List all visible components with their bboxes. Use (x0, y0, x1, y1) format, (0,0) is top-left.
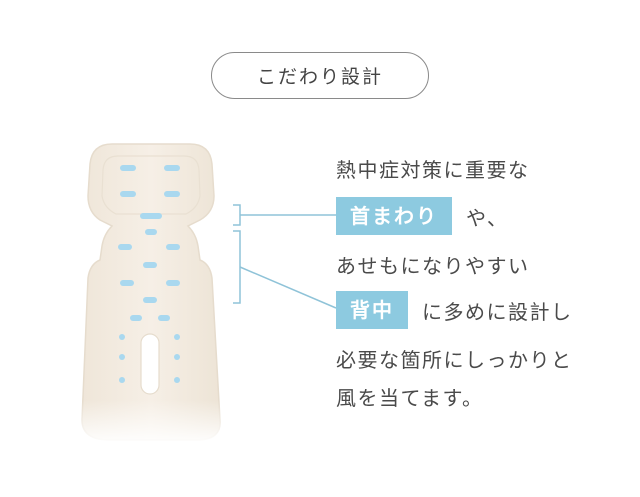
vent (166, 280, 180, 286)
description-line-4: 背中 に多めに設計し (336, 290, 573, 330)
vent-dot (174, 354, 180, 360)
description-line-1: 熱中症対策に重要な (336, 157, 530, 182)
vent-dot (174, 334, 180, 340)
vent (166, 244, 180, 250)
description-line-6: 風を当てます。 (336, 385, 484, 410)
back-connector (239, 266, 337, 309)
vent-dot (174, 377, 180, 383)
vent-dot (119, 334, 125, 340)
design-feature-title-text: こだわり設計 (256, 66, 383, 88)
description-line-2: 首まわり や、 (336, 196, 508, 236)
vent (120, 165, 136, 171)
vent (158, 315, 170, 321)
harness-slot (140, 333, 160, 395)
back-bracket (233, 230, 241, 304)
vent (164, 165, 180, 171)
description-line-5: 必要な箇所にしっかりと (336, 347, 573, 372)
vent-dot (119, 377, 125, 383)
vent (120, 280, 134, 286)
vent (130, 315, 142, 321)
design-feature-title: こだわり設計 (211, 52, 429, 99)
neck-bracket (233, 204, 241, 226)
description-line-4-suffix: に多めに設計し (422, 299, 573, 324)
vent (143, 297, 157, 303)
vent (118, 244, 132, 250)
vent (120, 191, 136, 197)
vent-dot (119, 354, 125, 360)
vent (140, 213, 162, 219)
highlight-neck: 首まわり (336, 197, 452, 235)
vent (143, 262, 157, 268)
vent (145, 229, 157, 235)
description-line-3: あせもになりやすい (336, 253, 530, 278)
vent (164, 191, 180, 197)
highlight-back: 背中 (336, 291, 408, 329)
description-line-2-suffix: や、 (466, 205, 509, 230)
